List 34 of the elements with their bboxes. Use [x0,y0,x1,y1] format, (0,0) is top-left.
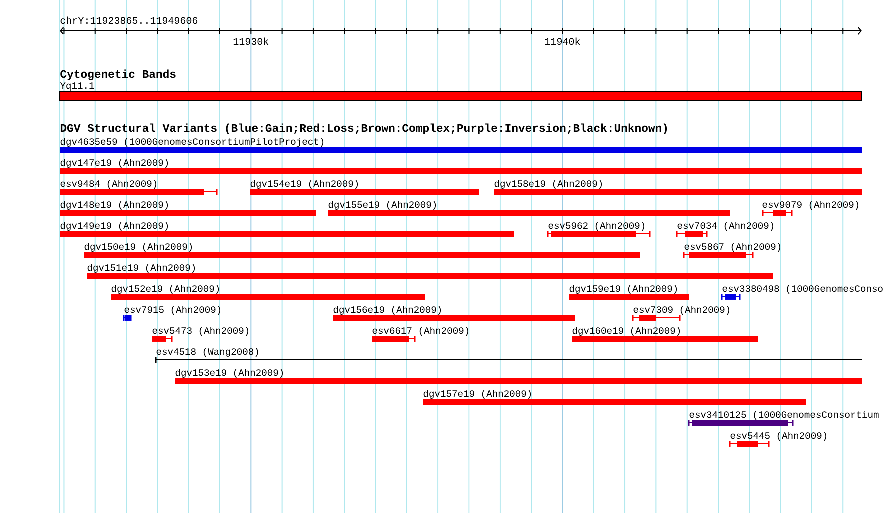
feature-label: dgv4635e59 (1000GenomesConsortiumPilotProject) [60,138,324,147]
feature-label: dgv151e19 (Ahn2009) [88,264,196,273]
feature-label: esv7915 (Ahn2009) [124,306,220,315]
feature-label: esv9079 (Ahn2009) [762,201,858,210]
feature-label: Yq11.1 [60,82,94,91]
feature-label: dgv157e19 (Ahn2009) [424,390,532,399]
feature-label: esv4518 (Wang2008) [156,348,258,357]
feature-label: dgv160e19 (Ahn2009) [572,327,680,336]
feature-label: dgv152e19 (Ahn2009) [112,285,220,294]
feature-label: dgv147e19 (Ahn2009) [60,159,168,168]
feature-label: dgv154e19 (Ahn2009) [250,180,358,189]
track-title: Cytogenetic Bands [60,70,176,80]
feature-label: dgv150e19 (Ahn2009) [84,243,192,252]
feature-label: esv5962 (Ahn2009) [548,222,644,231]
feature-label: esv7309 (Ahn2009) [634,306,730,315]
feature-label: dgv158e19 (Ahn2009) [494,180,602,189]
track-title: DGV Structural Variants (Blue:Gain;Red:Loss;Brown:Complex;Purple:Inversion;Black:Unknown) [60,124,668,134]
feature-label: esv3380498 (1000GenomesConso [722,285,883,294]
feature-label: dgv148e19 (Ahn2009) [60,201,168,210]
feature-label: dgv155e19 (Ahn2009) [328,201,436,210]
feature-label: dgv159e19 (Ahn2009) [570,285,678,294]
feature-label: dgv149e19 (Ahn2009) [60,222,168,231]
tick-label: 11940k [545,38,580,46]
feature-label: esv5473 (Ahn2009) [152,327,248,336]
feature-label: esv5867 (Ahn2009) [684,243,780,252]
position-label: chrY:11923865..11949606 [60,16,198,24]
feature-label: esv5445 (Ahn2009) [730,432,826,441]
feature-label: dgv153e19 (Ahn2009) [176,369,284,378]
feature-label: esv3410125 (1000GenomesConsortium [690,411,879,420]
feature-label: esv6617 (Ahn2009) [372,327,468,336]
feature-label: esv7034 (Ahn2009) [678,222,774,231]
feature-label: dgv156e19 (Ahn2009) [334,306,442,315]
tick-label: 11930k [234,38,269,46]
feature-label: esv9484 (Ahn2009) [60,180,156,189]
